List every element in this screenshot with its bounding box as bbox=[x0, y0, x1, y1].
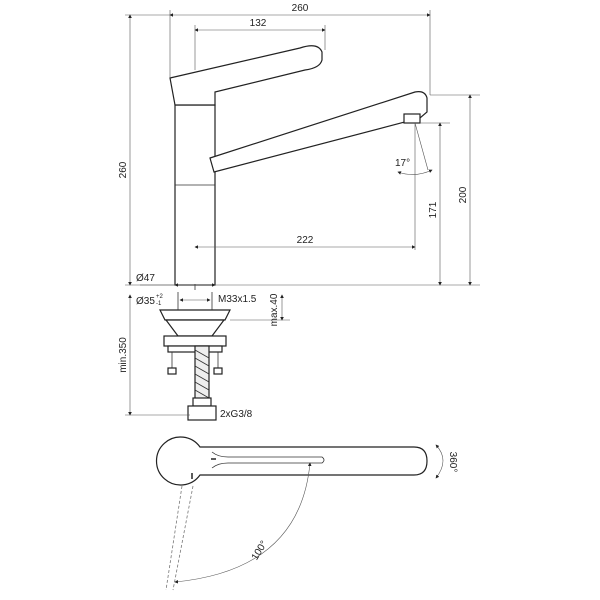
faucet-side-view bbox=[159, 45, 428, 421]
dim-overall-width: 260 bbox=[292, 3, 309, 14]
faucet-top-view bbox=[155, 436, 444, 591]
faucet-lever-handle bbox=[169, 45, 323, 106]
mounting-nut bbox=[163, 335, 227, 347]
dim-max-deck: max.40 bbox=[269, 293, 280, 326]
hose-connector-nut bbox=[187, 405, 217, 421]
dim-lever-rotation: 100° bbox=[250, 539, 270, 562]
faucet-spout bbox=[209, 91, 428, 173]
spout-top bbox=[155, 436, 428, 486]
dim-hole-tol-lower: -1 bbox=[156, 301, 162, 307]
dim-hole-diameter: Ø35 bbox=[136, 296, 155, 307]
swivel-arc bbox=[435, 444, 444, 479]
dimension-lines bbox=[125, 10, 480, 416]
aerator bbox=[403, 113, 421, 124]
dim-spout-height: 200 bbox=[458, 186, 469, 203]
dim-spout-reach: 222 bbox=[297, 235, 314, 246]
faucet-body bbox=[174, 104, 216, 286]
dim-min-hose: min.350 bbox=[118, 337, 129, 373]
dim-hole-tol-upper: +2 bbox=[156, 294, 164, 300]
dim-thread: M33x1.5 bbox=[218, 294, 257, 305]
dim-outlet-height: 171 bbox=[428, 201, 439, 218]
dim-handle-length: 132 bbox=[250, 18, 267, 29]
dim-spout-swivel: 360° bbox=[447, 452, 458, 473]
dim-connections: 2xG3/8 bbox=[220, 409, 253, 420]
dim-overall-height: 260 bbox=[118, 161, 129, 178]
lever-rotation-arc bbox=[174, 462, 312, 584]
dim-outlet-angle: 17° bbox=[395, 158, 410, 169]
dim-body-diameter: Ø47 bbox=[136, 273, 155, 284]
mounting-washer bbox=[159, 309, 231, 321]
